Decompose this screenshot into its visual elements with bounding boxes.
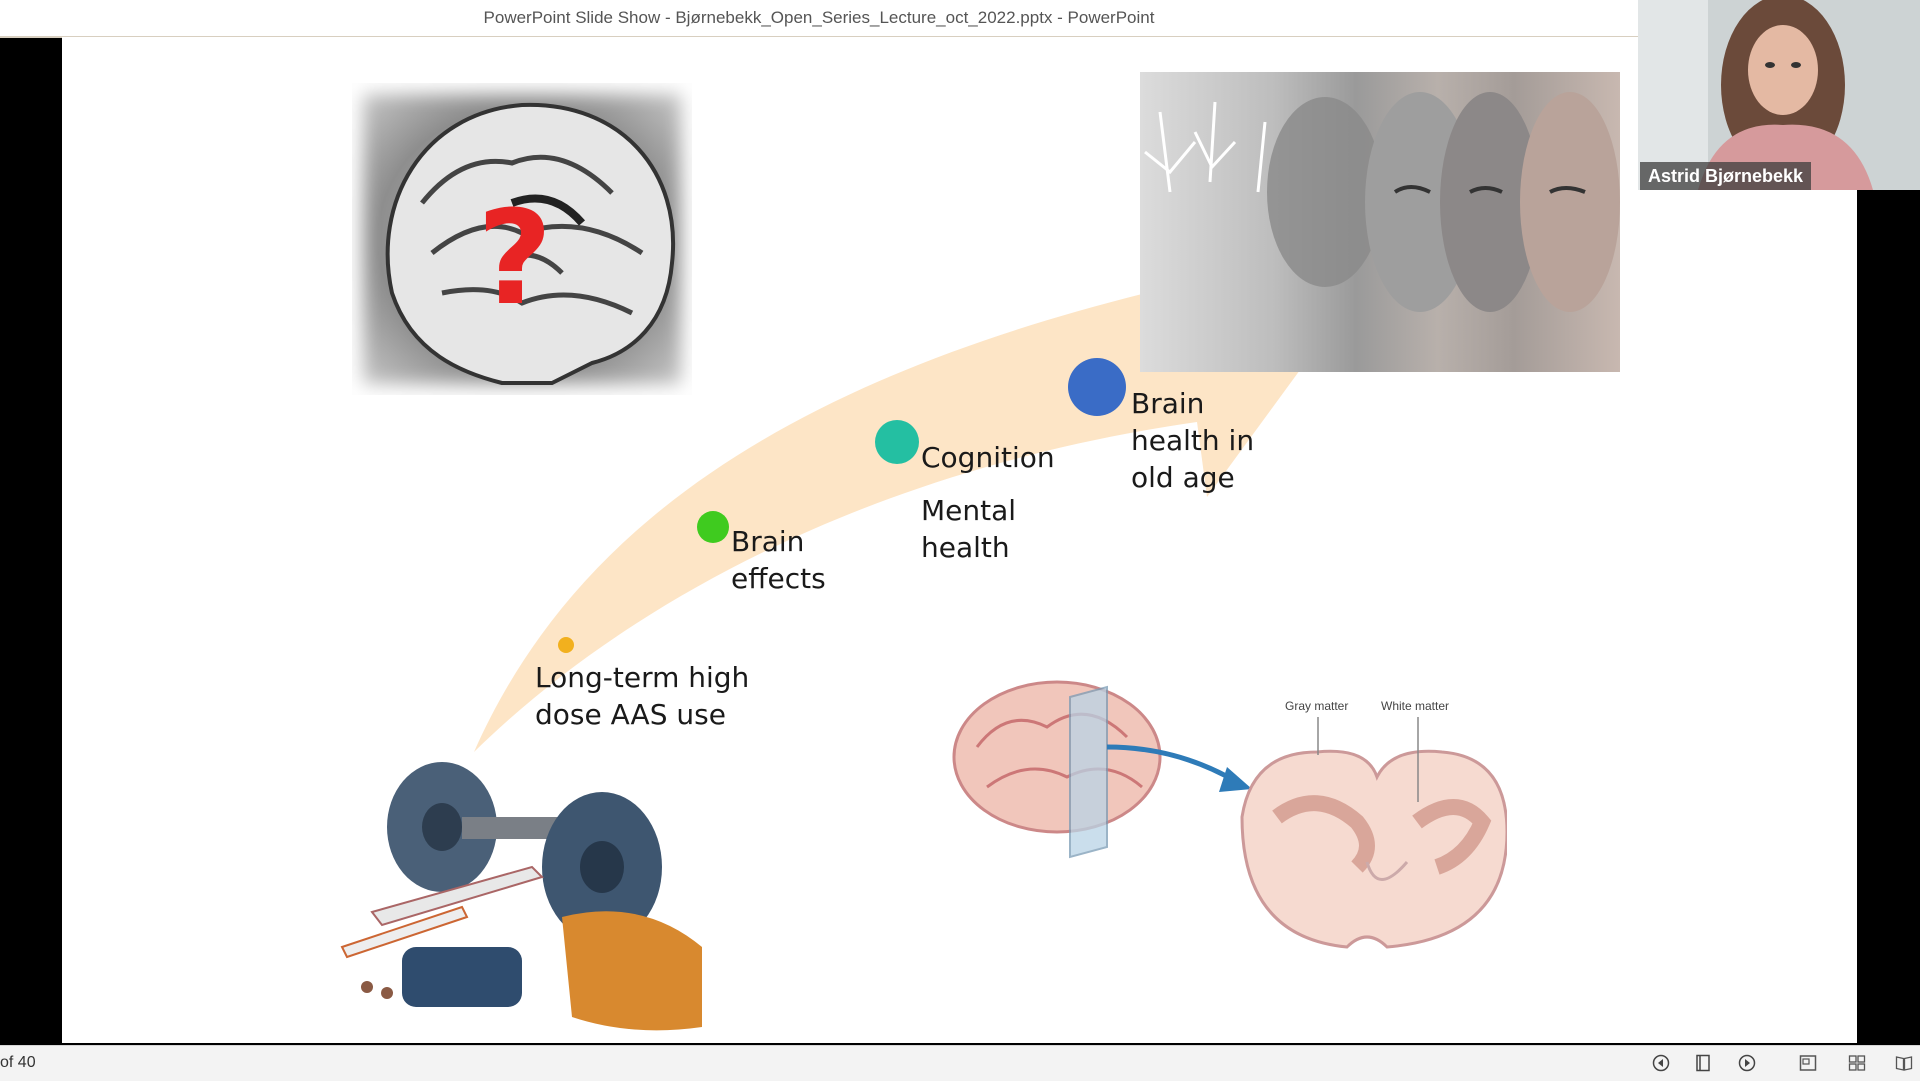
step-dot-aas-use	[558, 637, 574, 653]
normal-view-button[interactable]	[1797, 1052, 1819, 1074]
label-mental-health: Mental health	[921, 494, 1017, 564]
slideshow-status-bar: of 40	[0, 1045, 1920, 1081]
window-title-bar: PowerPoint Slide Show - Bjørnebekk_Open_…	[0, 0, 1638, 38]
notes-page-icon	[1696, 1054, 1710, 1072]
aging-faces-image	[1140, 72, 1620, 372]
label-white-matter: White matter	[1381, 699, 1450, 713]
weights-syringes-image	[312, 757, 712, 1037]
label-cognition: Cognition	[921, 441, 1055, 474]
arrow-shape	[474, 222, 1330, 752]
step-dot-cognition	[875, 420, 919, 464]
next-slide-button[interactable]	[1736, 1052, 1758, 1074]
presenter-name: Astrid Bjørnebekk	[1640, 162, 1812, 190]
progression-arrow	[474, 222, 1330, 752]
question-mark: ?	[477, 182, 553, 334]
slide-sorter-icon	[1848, 1055, 1866, 1071]
previous-slide-icon	[1652, 1054, 1670, 1072]
next-slide-icon	[1738, 1054, 1756, 1072]
reading-view-icon	[1895, 1056, 1913, 1071]
label-long-term-aas-use: Long-term high dose AAS use	[535, 661, 750, 731]
step-dot-brain-health	[1068, 358, 1126, 416]
previous-slide-button[interactable]	[1650, 1052, 1672, 1074]
presenter-webcam: Astrid Bjørnebekk	[1638, 0, 1920, 190]
slide-sorter-button[interactable]	[1846, 1052, 1868, 1074]
mri-brain-image: ?	[352, 83, 692, 395]
slide-counter: of 40	[0, 1054, 36, 1071]
notes-page-button[interactable]	[1692, 1052, 1714, 1074]
window-title: PowerPoint Slide Show - Bjørnebekk_Open_…	[483, 8, 1155, 27]
label-brain-effects: Brain effects	[731, 525, 826, 595]
label-brain-health-old-age: Brain health in old age	[1131, 387, 1255, 494]
label-gray-matter: Gray matter	[1285, 699, 1349, 713]
brain-section-diagram: Gray matter White matter	[947, 647, 1507, 967]
step-dot-brain-effects	[697, 511, 729, 543]
reading-view-button[interactable]	[1893, 1052, 1915, 1074]
slide-canvas: ? Long-term high dose AAS use Brain effe…	[62, 37, 1857, 1043]
normal-view-icon	[1799, 1055, 1817, 1071]
